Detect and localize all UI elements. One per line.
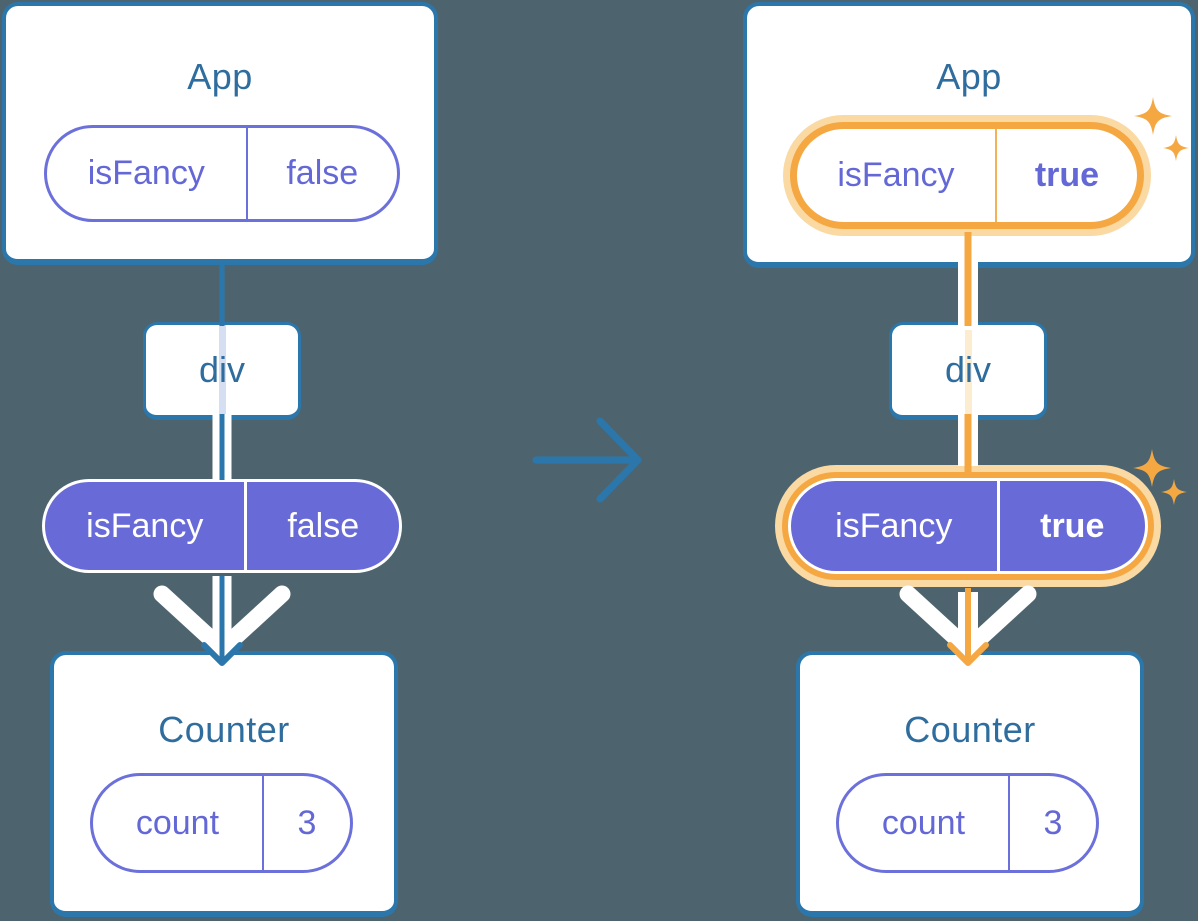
state-name: isFancy (47, 128, 248, 219)
div-box: div (889, 322, 1047, 420)
state-name: isFancy (797, 129, 997, 222)
prop-name: isFancy (45, 482, 248, 570)
div-label: div (944, 349, 992, 390)
counter-title: Counter (904, 709, 1036, 750)
counter-title: Counter (158, 709, 290, 750)
prop-value: false (287, 506, 360, 545)
count-pill: count 3 (836, 773, 1099, 873)
count-name: count (839, 776, 1010, 870)
state-pill: isFancy false (44, 125, 400, 222)
prop-pill: isFancy false (42, 479, 402, 573)
passthrough-line (964, 325, 972, 415)
passthrough-line (218, 325, 226, 415)
app-title: App (187, 56, 253, 97)
count-pill: count 3 (90, 773, 353, 873)
prop-pill-highlighted: isFancy true (788, 478, 1148, 574)
state-value: false (286, 154, 359, 192)
div-label: div (198, 349, 246, 390)
prop-arrow (153, 576, 291, 666)
app-title: App (936, 56, 1002, 97)
count-value: 3 (297, 803, 317, 842)
state-pill-highlighted: isFancy true (797, 129, 1137, 222)
prop-value: true (1040, 506, 1105, 545)
div-box: div (143, 322, 301, 420)
transition-arrow-icon (532, 417, 642, 503)
count-value: 3 (1043, 803, 1063, 842)
sparkle-icon (1133, 449, 1187, 505)
count-name: count (93, 776, 264, 870)
state-value: true (1034, 156, 1100, 194)
prop-name: isFancy (791, 481, 1000, 571)
